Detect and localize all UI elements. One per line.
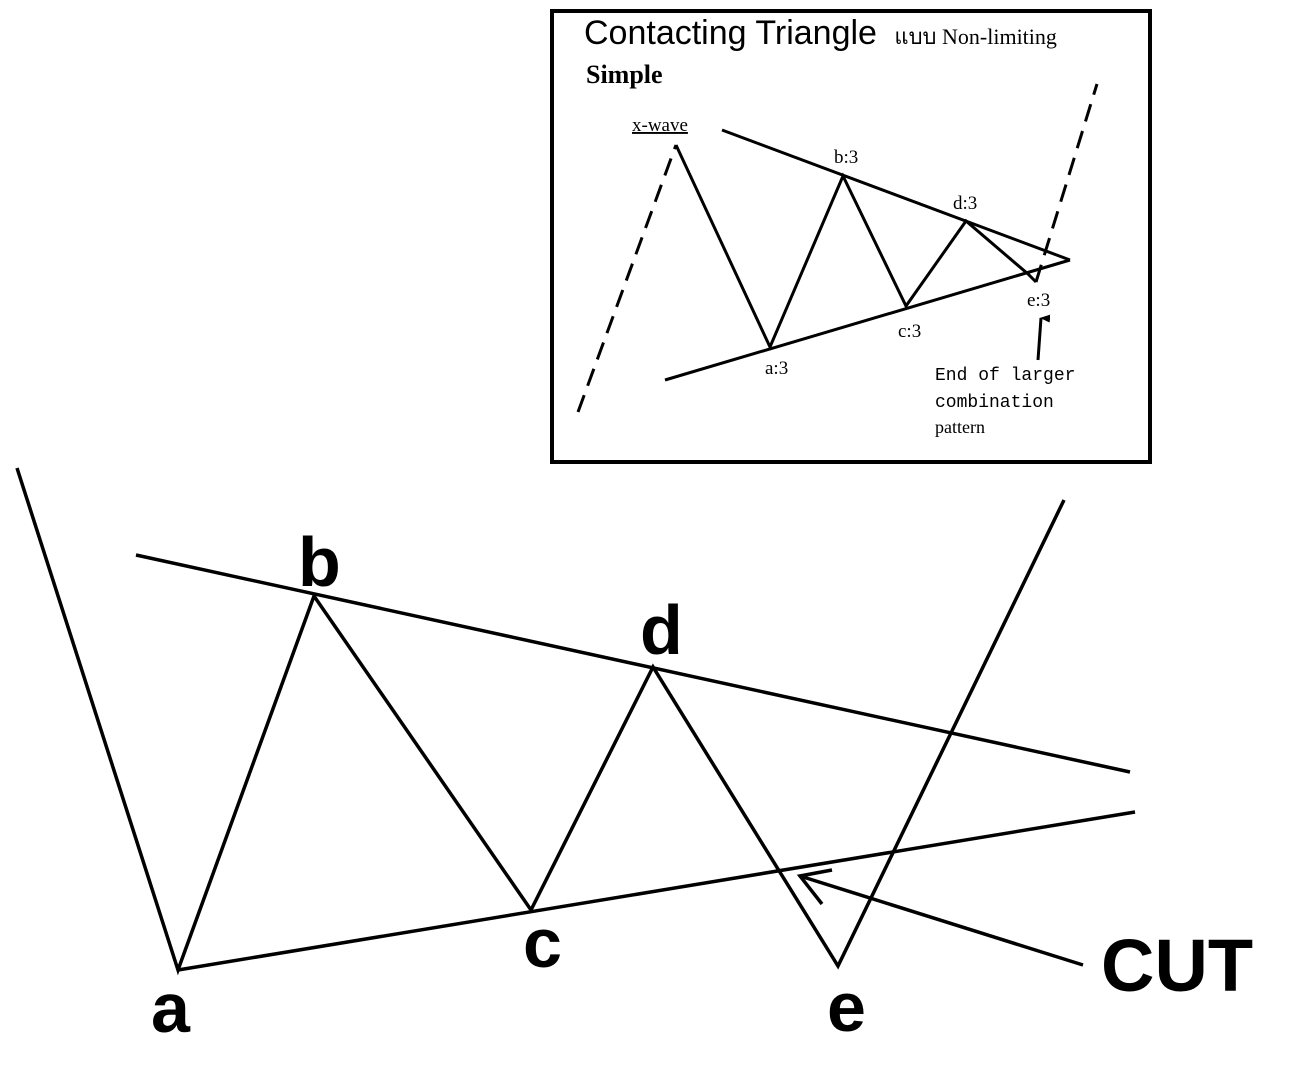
inset-lower-trendline: [664, 258, 1071, 382]
inset-note-line-1: End of larger: [935, 366, 1075, 386]
inset-label-d: d:3: [953, 193, 977, 214]
inset-incoming-dashed-line: [576, 144, 678, 413]
inset-label-a: a:3: [765, 358, 788, 379]
main-wave-zigzag: [15, 467, 1066, 976]
inset-label-b: b:3: [834, 147, 858, 168]
main-diagram: a b c d e CUT: [15, 467, 1253, 1047]
inset-wave-zigzag: [674, 144, 1038, 351]
inset-note-line-2: combination: [935, 393, 1054, 413]
cut-label: CUT: [1101, 924, 1253, 1007]
inset-label-x-wave: x-wave: [632, 115, 688, 136]
inset-note-line-3: pattern: [935, 417, 985, 437]
inset-end-arrow: [1036, 314, 1051, 361]
main-label-c: c: [523, 904, 562, 982]
inset-frame: [550, 9, 1152, 464]
main-label-d: d: [640, 591, 683, 669]
cut-arrow-head: [796, 868, 833, 906]
inset-upper-trendline: [721, 128, 1071, 262]
inset-label-c: c:3: [898, 321, 921, 342]
inset-subtitle: Simple: [586, 60, 663, 89]
main-label-a: a: [151, 969, 191, 1047]
inset-label-e: e:3: [1027, 290, 1050, 311]
inset-outgoing-dashed-line: [1034, 83, 1099, 283]
main-lower-trendline: [177, 810, 1136, 972]
main-label-b: b: [298, 523, 341, 601]
main-upper-trendline: [135, 553, 1131, 774]
main-label-e: e: [827, 968, 866, 1046]
cut-arrow-shaft: [799, 874, 1084, 967]
inset-diagram: Contacting Triangle แบบ Non-limiting Sim…: [550, 9, 1152, 464]
inset-title: Contacting Triangle แบบ Non-limiting: [584, 14, 1057, 52]
